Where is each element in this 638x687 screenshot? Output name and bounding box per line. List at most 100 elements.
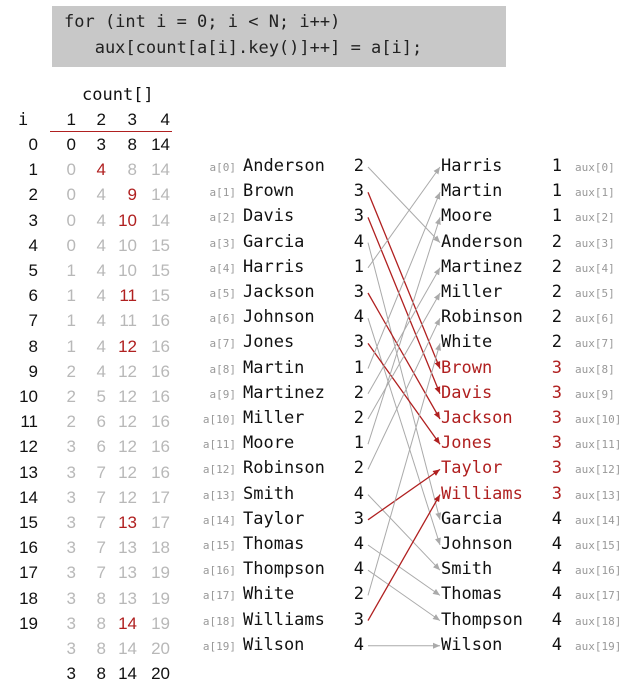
i-value: 16 [19,538,38,558]
input-name: White [243,584,295,605]
count-cell: 0 [66,135,76,154]
count-cell: 3 [66,437,76,457]
count-cell: 8 [127,135,137,154]
i-value: 1 [28,160,38,180]
count-cell: 6 [96,437,106,457]
output-index: aux[16] [575,564,622,578]
output-name: Moore [441,206,493,227]
count-col-header: 2 [96,110,106,129]
input-name: Martinez [243,382,325,403]
input-key: 2 [353,382,364,403]
arrow-highlighted [367,217,441,395]
output-key: 4 [551,559,562,580]
input-name: Brown [243,181,295,202]
output-index: aux[7] [575,337,615,351]
count-cell: 4 [96,261,106,280]
count-cell: 12 [118,462,137,482]
input-key: 3 [353,609,364,630]
output-key: 2 [551,282,562,302]
input-name: Harris [243,256,305,277]
output-name: Davis [441,382,493,403]
output-name: Smith [441,559,493,580]
input-key: 4 [353,483,364,504]
input-name: Anderson [243,156,325,176]
input-index: a[15] [202,539,236,552]
input-key: 3 [353,206,364,227]
count-cell: 11 [119,311,137,331]
output-key: 3 [551,458,562,479]
count-cell: 4 [96,286,106,306]
output-index: aux[8] [575,362,615,376]
output-index: aux[4] [575,261,615,275]
count-cell: 19 [151,588,170,608]
output-name: Jackson [441,408,513,428]
i-header: i [18,110,29,130]
input-name: Davis [243,206,295,227]
input-name: Jackson [243,282,315,302]
i-value: 19 [19,613,38,633]
count-cell: 10 [118,261,137,280]
count-cell: 8 [96,639,106,658]
output-index: aux[15] [575,539,622,552]
count-cell: 15 [151,235,170,255]
output-index: aux[10] [575,413,622,426]
output-key: 3 [551,433,562,454]
arrow [367,242,442,520]
arrow [367,192,441,369]
output-index: aux[2] [575,211,615,225]
i-value: 10 [19,387,38,406]
arrow-highlighted [367,494,441,621]
count-cell: 4 [96,336,106,356]
count-cell: 8 [96,588,106,608]
input-index: a[5] [209,287,237,300]
output-name: Jones [441,433,493,454]
count-cell: 16 [151,311,170,331]
output-name: Wilson [441,634,503,655]
count-cell: 17 [151,513,170,532]
output-key: 4 [551,508,562,529]
i-value: 12 [19,437,38,457]
count-cell: 17 [151,487,170,507]
count-cell: 4 [96,160,106,180]
output-key: 3 [551,483,562,504]
output-name: Martin [441,181,503,202]
count-cell: 16 [151,412,170,432]
count-cell: 16 [151,387,170,406]
input-name: Jones [243,332,295,353]
count-cell: 4 [96,311,106,331]
count-col-header: 3 [127,110,137,129]
input-key: 3 [353,332,364,353]
input-name: Garcia [243,231,305,252]
output-key: 1 [551,156,562,176]
count-cell: 12 [118,437,137,457]
count-cell: 14 [151,210,170,230]
count-cell: 20 [151,639,170,658]
arrow-highlighted [367,468,441,521]
arrow [367,544,441,596]
count-cell: 3 [66,639,76,658]
i-value: 14 [19,487,38,507]
input-index: a[13] [202,488,236,502]
count-col-header: 1 [66,110,76,129]
count-cell: 3 [66,487,76,507]
output-index: aux[9] [575,387,615,401]
count-cell: 8 [127,160,137,180]
i-value: 2 [28,185,38,205]
output-index: aux[19] [575,639,622,653]
i-value: 18 [19,588,38,608]
output-name: Martinez [441,256,523,277]
output-name: Williams [441,483,523,504]
count-cell: 6 [96,412,106,432]
input-name: Smith [243,483,295,504]
input-index: a[4] [209,261,237,275]
count-cell: 3 [66,513,76,532]
input-name: Thomas [243,534,305,554]
input-index: a[19] [202,639,236,653]
count-cell: 1 [66,286,76,306]
count-cell: 16 [151,462,170,482]
count-cell: 12 [118,412,137,432]
input-index: a[6] [209,312,237,326]
input-key: 2 [353,156,364,176]
output-index: aux[14] [575,513,622,527]
arrow [367,343,441,596]
